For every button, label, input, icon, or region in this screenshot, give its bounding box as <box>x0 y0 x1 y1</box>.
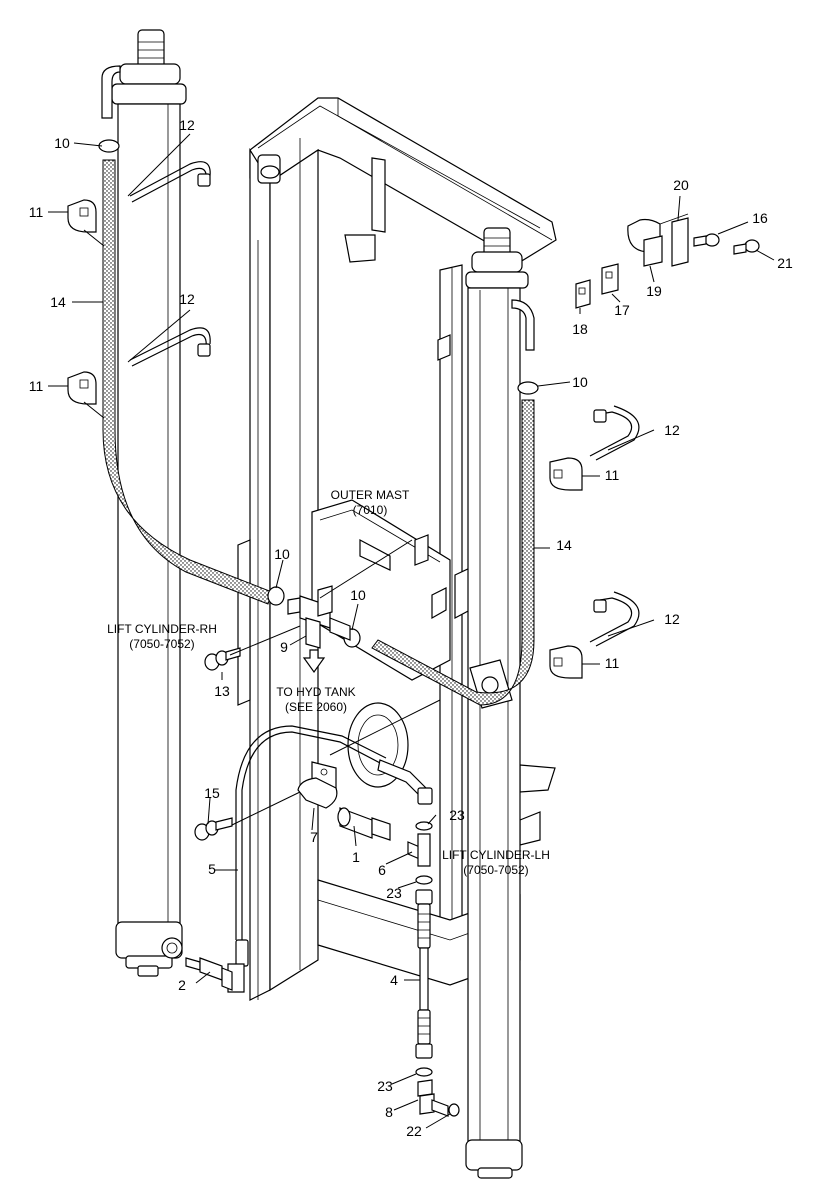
callout-20: 20 <box>673 177 689 193</box>
callout-18: 18 <box>572 321 588 337</box>
callout-11: 11 <box>605 467 620 483</box>
callout-10: 10 <box>274 546 290 562</box>
outer-mast-ref-label: (7010) <box>353 503 388 517</box>
callout-12: 12 <box>179 291 195 307</box>
hose-end-fitting-icon <box>235 939 249 967</box>
text-labels: OUTER MAST (7010) LIFT CYLINDER-RH (7050… <box>107 488 550 877</box>
callout-1: 1 <box>352 849 360 865</box>
callout-12: 12 <box>664 611 680 627</box>
callout-23: 23 <box>386 885 402 901</box>
hose-14-right <box>371 399 535 706</box>
hose-clamp-icon <box>267 586 285 606</box>
callout-10: 10 <box>572 374 588 390</box>
o-ring-23-icon <box>415 1067 433 1077</box>
outer-mast-label: OUTER MAST <box>331 488 410 502</box>
o-ring-23-icon <box>415 875 433 885</box>
lift-cylinder-lh-label: LIFT CYLINDER-LH <box>442 848 550 862</box>
callouts: 10 12 11 14 12 11 20 16 21 18 17 19 10 1… <box>29 117 793 1139</box>
hose-clamp-icon <box>517 381 539 395</box>
o-ring-23-icon <box>415 821 433 831</box>
callout-10: 10 <box>350 587 366 603</box>
callout-22: 22 <box>406 1123 422 1139</box>
callout-11: 11 <box>29 204 44 220</box>
callout-9: 9 <box>280 639 288 655</box>
callout-15: 15 <box>204 785 220 801</box>
leader-lines <box>48 133 775 1129</box>
callout-4: 4 <box>390 972 398 988</box>
callout-2: 2 <box>178 977 186 993</box>
callout-8: 8 <box>385 1104 393 1120</box>
lift-cylinder-lh-ref-label: (7050-7052) <box>463 863 528 877</box>
hose-clamp-11 <box>67 199 97 233</box>
hose-clip-12 <box>589 591 640 647</box>
callout-21: 21 <box>777 255 793 271</box>
callout-13: 13 <box>214 683 230 699</box>
callout-6: 6 <box>378 862 386 878</box>
callout-12: 12 <box>664 422 680 438</box>
tee-fitting-9 <box>287 585 351 674</box>
callout-12: 12 <box>179 117 195 133</box>
elbow-6 <box>407 833 431 867</box>
bolt-13 <box>204 647 241 671</box>
callout-23: 23 <box>449 807 465 823</box>
hose-clip-12 <box>129 161 211 203</box>
hose-clamp-11 <box>549 457 583 491</box>
hose-5 <box>235 725 387 940</box>
to-hyd-tank-label: TO HYD TANK <box>276 685 355 699</box>
valve-1 <box>337 807 391 841</box>
callout-14: 14 <box>50 294 66 310</box>
callout-10: 10 <box>54 135 70 151</box>
fitting-2 <box>185 957 233 991</box>
callout-5: 5 <box>208 861 216 877</box>
to-hyd-tank-ref-label: (SEE 2060) <box>285 700 347 714</box>
lift-cylinder-rh-label: LIFT CYLINDER-RH <box>107 622 217 636</box>
bolt-15 <box>194 817 233 841</box>
callout-16: 16 <box>752 210 768 226</box>
hose-clip-12 <box>129 327 211 367</box>
callout-23: 23 <box>377 1078 393 1094</box>
bracket-assembly <box>575 213 760 309</box>
bracket-7 <box>297 761 338 809</box>
hose-4 <box>415 889 433 1059</box>
callout-11: 11 <box>29 378 44 394</box>
o-ring-22-icon <box>448 1103 460 1117</box>
hose-clamp-11 <box>67 371 97 405</box>
elbow-8 <box>417 1079 449 1117</box>
lift-cylinder-rh-ref-label: (7050-7052) <box>129 637 194 651</box>
callout-17: 17 <box>614 302 630 318</box>
callout-19: 19 <box>646 283 662 299</box>
hose-clip-12 <box>589 405 640 461</box>
callout-14: 14 <box>556 537 572 553</box>
callout-7: 7 <box>310 829 318 845</box>
hose-14-left <box>102 159 273 605</box>
callout-11: 11 <box>605 655 620 671</box>
hose-clamp-11 <box>549 645 583 679</box>
lift-cylinder-rh <box>101 29 187 977</box>
lift-cylinder-lh <box>465 227 535 1179</box>
